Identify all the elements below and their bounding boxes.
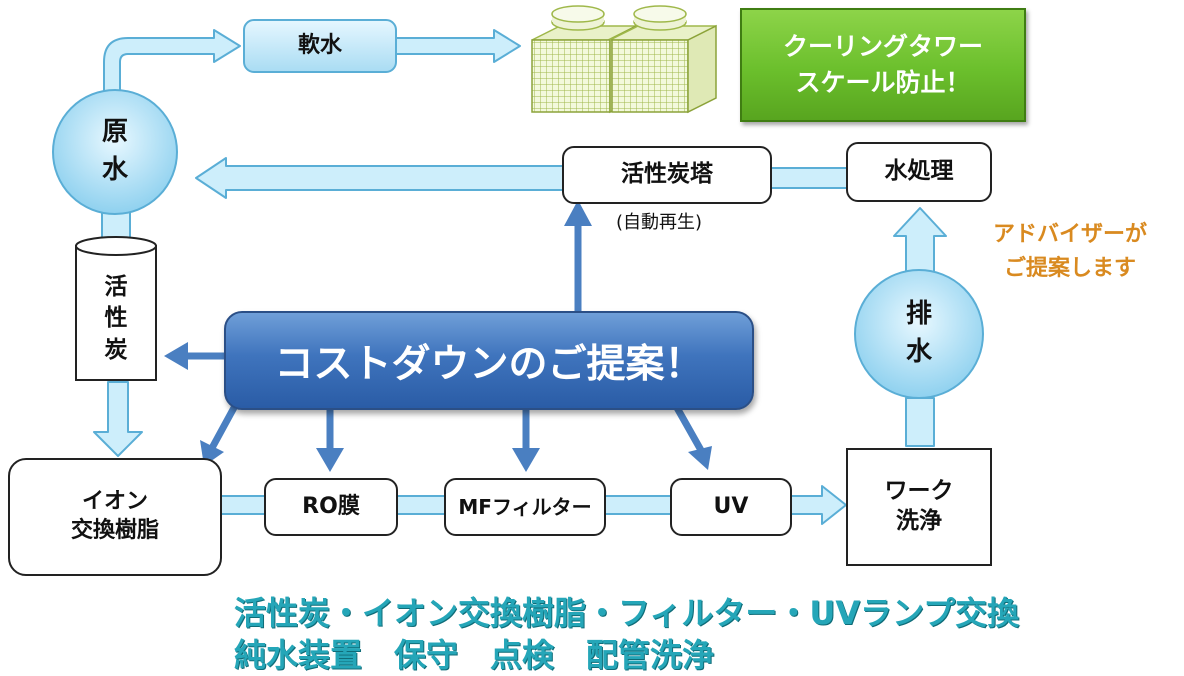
cooling-tower-note: クーリングタワー スケール防止！	[740, 8, 1026, 122]
pipe-return-to-raw	[195, 157, 565, 199]
pipe-wash-to-drain	[905, 397, 935, 447]
pipe-raw-to-soft	[103, 29, 241, 101]
cost-down-banner: コストダウンのご提案！	[224, 311, 754, 410]
pipe-drain-to-treatment	[893, 207, 947, 273]
footer-line-1: 活性炭・イオン交換樹脂・フィルター・UVランプ交換	[234, 594, 1020, 632]
pipe-carbon-to-ion	[93, 381, 143, 457]
ro-membrane-box: RO膜	[264, 478, 398, 536]
drainage-circle	[854, 269, 984, 399]
water-treatment-box: 水処理	[846, 142, 992, 202]
activated-carbon-label: 活 性 炭	[104, 274, 128, 363]
ion-exchange-box: イオン 交換樹脂	[8, 458, 222, 576]
drainage-label: 排 水	[905, 299, 932, 367]
adviser-note: アドバイザーが ご提案します	[992, 221, 1147, 281]
activated-carbon-cylinder	[75, 236, 157, 381]
auto-regeneration-label: (自動再生)	[615, 211, 703, 233]
activated-carbon-tower-box: 活性炭塔	[562, 146, 772, 204]
raw-water-label: 原 水	[101, 117, 128, 185]
pipe-ion-to-ro	[219, 495, 267, 515]
soft-water-box	[243, 19, 397, 73]
pipe-soft-to-tower	[395, 29, 521, 63]
footer-line-2: 純水装置 保守 点検 配管洗浄	[234, 636, 715, 674]
pipe-treatment-to-carbon	[769, 167, 849, 189]
work-wash-box: ワーク 洗浄	[846, 448, 992, 566]
uv-box: UV	[670, 478, 792, 536]
arrow-to-ion-exchange	[208, 400, 240, 452]
cooling-tower-icon	[531, 5, 717, 114]
pipe-ro-to-mf	[395, 495, 447, 515]
mf-filter-box: MFフィルター	[444, 478, 606, 536]
pipe-mf-to-uv	[603, 495, 673, 515]
arrow-to-uv	[672, 402, 706, 456]
raw-water-circle	[52, 89, 178, 215]
soft-water-label: 軟水	[297, 33, 342, 59]
pipe-uv-to-wash	[789, 485, 847, 525]
